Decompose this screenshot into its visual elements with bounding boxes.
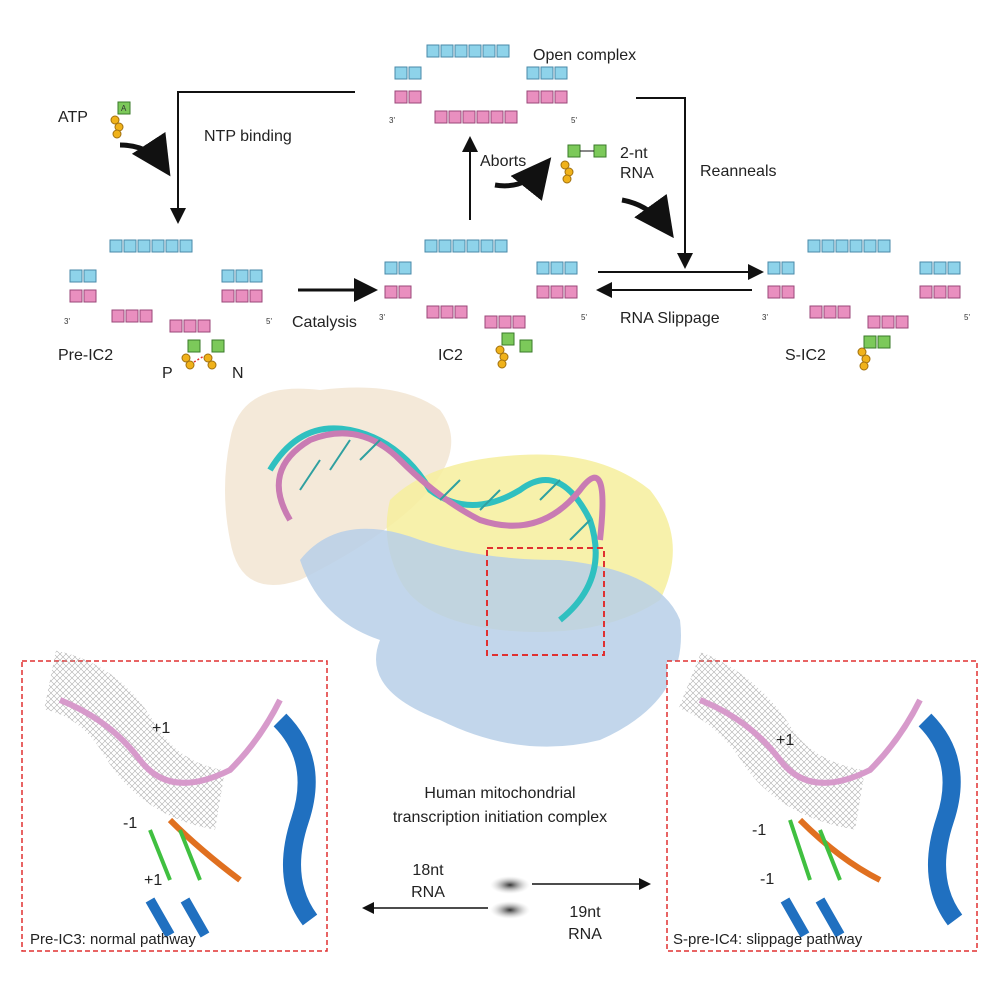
- pre-ic2-ntps: [182, 340, 224, 369]
- left-plus1-top: +1: [152, 720, 170, 737]
- rna18-label-line1: 18nt: [412, 862, 444, 879]
- prime3-label: 3': [389, 116, 395, 125]
- rna19-label-line1: 19nt: [569, 904, 601, 921]
- pre-ic2-bubble: 3' 5': [64, 240, 272, 332]
- catalysis-label: Catalysis: [292, 314, 357, 331]
- left-panel: +1 -1 +1 Pre-IC3: normal pathway: [22, 661, 327, 951]
- ic2-label: IC2: [438, 347, 463, 364]
- atp-label: ATP: [58, 109, 88, 126]
- ic2-bubble: 3' 5': [379, 240, 587, 328]
- left-panel-caption: Pre-IC3: normal pathway: [30, 931, 196, 948]
- atp-molecule: A: [111, 102, 130, 138]
- pre-ic2-prime5: 5': [266, 317, 272, 326]
- atp-curved-arrow: [120, 145, 165, 168]
- left-plus1-bottom: +1: [144, 872, 162, 889]
- rna19-label-line2: RNA: [568, 926, 602, 943]
- open-complex-label: Open complex: [533, 47, 636, 64]
- s-ic2-bubble: 3' 5': [762, 240, 970, 328]
- reanneals-curved-arrow: [622, 200, 668, 230]
- ntp-binding-label: NTP binding: [204, 128, 292, 145]
- prime5-label: 5': [571, 116, 577, 125]
- gel-bands: [490, 876, 530, 919]
- two-nt-label-line1: 2-nt: [620, 145, 648, 162]
- right-minus1-b: -1: [760, 871, 774, 888]
- rna18-label-line2: RNA: [411, 884, 445, 901]
- p-label: P: [162, 365, 173, 382]
- complex-title-line2: transcription initiation complex: [393, 809, 607, 826]
- aborts-label: Aborts: [480, 153, 526, 170]
- pre-ic2-prime3: 3': [64, 317, 70, 326]
- ntp-binding-arrow: [178, 92, 355, 220]
- reanneals-label: Reanneals: [700, 163, 777, 180]
- two-nt-rna-molecule: [561, 145, 606, 183]
- n-label: N: [232, 365, 244, 382]
- s-ic2-rna: [858, 336, 890, 370]
- nontemplate-bottom-row: [395, 91, 567, 123]
- atp-base-letter: A: [121, 104, 127, 113]
- ic2-prime5: 5': [581, 313, 587, 322]
- s-ic2-label: S-IC2: [785, 347, 826, 364]
- ic2-prime3: 3': [379, 313, 385, 322]
- right-panel-caption: S-pre-IC4: slippage pathway: [673, 931, 863, 948]
- s-ic2-prime5: 5': [964, 313, 970, 322]
- right-plus1: +1: [776, 732, 794, 749]
- rna-slippage-label: RNA Slippage: [620, 310, 720, 327]
- complex-title-line1: Human mitochondrial: [424, 785, 575, 802]
- pre-ic2-label: Pre-IC2: [58, 347, 113, 364]
- ic2-rna: [496, 333, 532, 368]
- right-minus1-a: -1: [752, 822, 766, 839]
- two-nt-label-line2: RNA: [620, 165, 654, 182]
- right-panel: +1 -1 -1 S-pre-IC4: slippage pathway: [667, 661, 977, 951]
- left-minus1: -1: [123, 815, 137, 832]
- s-ic2-prime3: 3': [762, 313, 768, 322]
